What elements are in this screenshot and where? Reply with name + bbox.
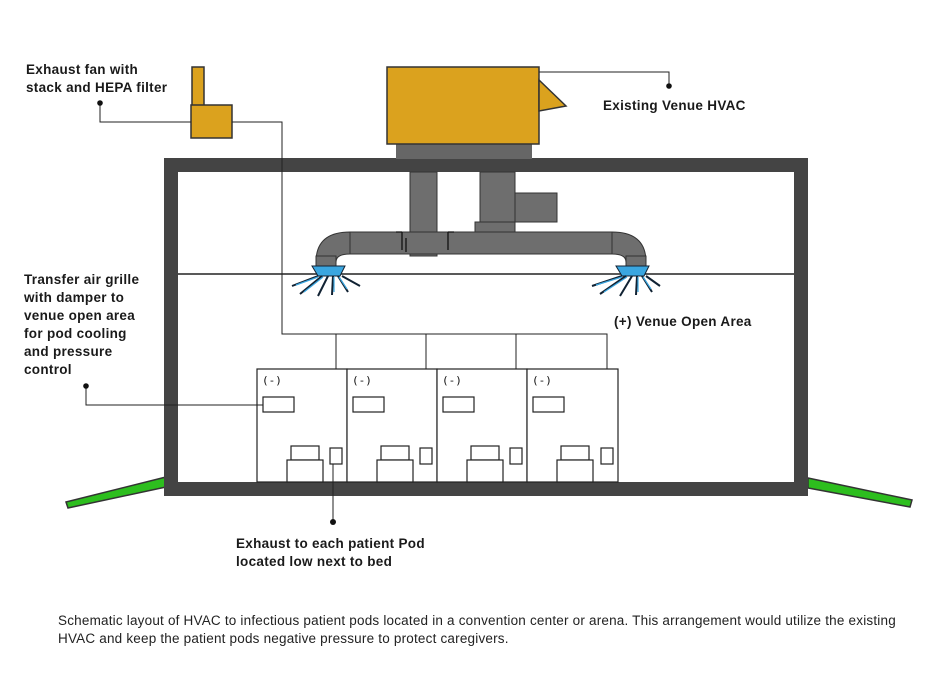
label-exhaust-pods: Exhaust to each patient Pod located low … bbox=[236, 536, 425, 569]
pod-pressure-label: (-) bbox=[352, 374, 372, 387]
leader-transfer-grille bbox=[85, 386, 263, 406]
bed bbox=[376, 459, 414, 483]
exhaust-grille bbox=[600, 447, 614, 465]
pod-pressure-label: (-) bbox=[442, 374, 462, 387]
ground-right bbox=[807, 477, 913, 508]
exhaust-stack bbox=[191, 66, 205, 108]
exhaust-fan-box bbox=[190, 104, 233, 139]
bed-pillow bbox=[380, 445, 410, 461]
diffuser-left bbox=[291, 265, 361, 297]
transfer-grille bbox=[262, 396, 295, 413]
hvac-base bbox=[396, 143, 532, 159]
transfer-grille bbox=[532, 396, 565, 413]
patient-pods: (-) (-) (-) (-) bbox=[256, 368, 619, 483]
bed bbox=[556, 459, 594, 483]
bed-pillow bbox=[560, 445, 590, 461]
bed-pillow bbox=[470, 445, 500, 461]
label-venue-open-area: (+) Venue Open Area bbox=[614, 314, 752, 329]
patient-pod: (-) bbox=[526, 368, 619, 483]
hvac-hood bbox=[538, 78, 568, 112]
pod-pressure-label: (-) bbox=[262, 374, 282, 387]
bed bbox=[286, 459, 324, 483]
label-existing-hvac: Existing Venue HVAC bbox=[603, 98, 746, 113]
diagram-caption: Schematic layout of HVAC to infectious p… bbox=[58, 613, 896, 646]
label-transfer-grille: Transfer air grille with damper to venue… bbox=[24, 272, 140, 377]
exhaust-grille bbox=[329, 447, 343, 465]
bed bbox=[466, 459, 504, 483]
transfer-grille bbox=[352, 396, 385, 413]
label-exhaust-fan: Exhaust fan with stack and HEPA filter bbox=[26, 62, 168, 95]
pod-pressure-label: (-) bbox=[532, 374, 552, 387]
leader-exhaust-fan bbox=[99, 103, 191, 123]
callout-leaders bbox=[85, 71, 670, 522]
patient-pod: (-) bbox=[256, 368, 348, 483]
transfer-grille bbox=[442, 396, 475, 413]
patient-pod: (-) bbox=[346, 368, 438, 483]
diffuser-right bbox=[591, 265, 661, 297]
ground-left bbox=[65, 476, 167, 509]
duct-flanges bbox=[396, 231, 454, 252]
patient-pod: (-) bbox=[436, 368, 528, 483]
leader-hvac bbox=[539, 71, 670, 86]
callout-dots bbox=[83, 83, 672, 525]
bed-pillow bbox=[290, 445, 320, 461]
exhaust-grille bbox=[419, 447, 433, 465]
exhaust-grille bbox=[509, 447, 523, 465]
ductwork bbox=[315, 171, 647, 267]
hvac-unit bbox=[386, 66, 540, 145]
